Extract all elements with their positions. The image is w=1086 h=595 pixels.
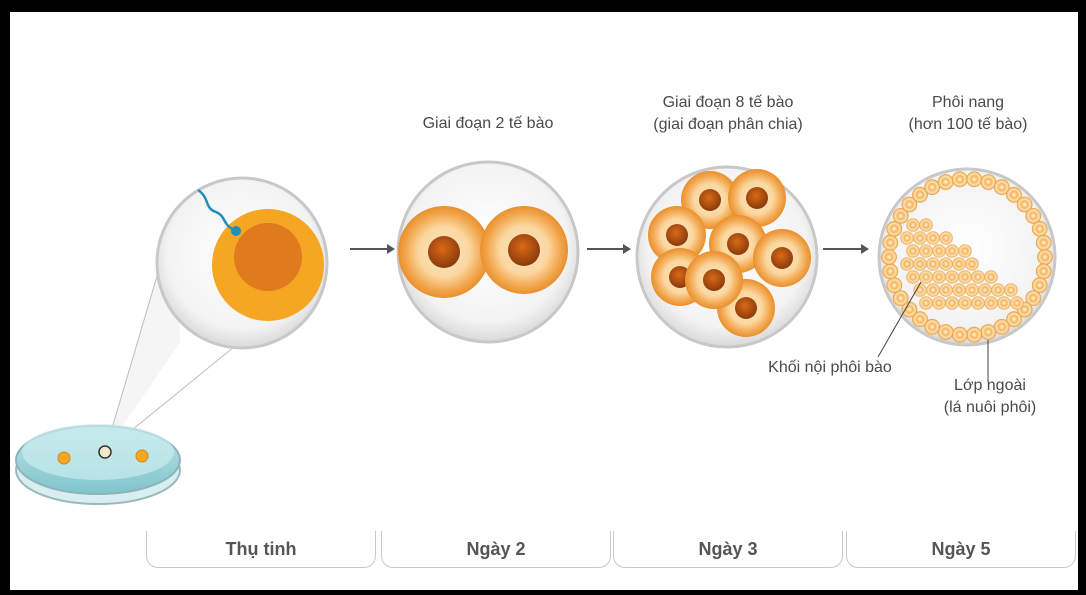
inner-mass-cell bbox=[933, 245, 946, 258]
inner-mass-cell bbox=[927, 284, 940, 297]
inner-mass-cell bbox=[946, 271, 959, 284]
trophoblast-cell bbox=[967, 327, 982, 342]
trophoblast-cell bbox=[1032, 221, 1047, 236]
inner-mass-cell bbox=[985, 271, 998, 284]
inner-mass-cell bbox=[1005, 284, 1018, 297]
inner-mass-cell bbox=[959, 245, 972, 258]
arrow-3 bbox=[823, 244, 869, 254]
trophoblast-cell bbox=[883, 235, 898, 250]
trophoblast-cell bbox=[938, 175, 953, 190]
inner-mass-cell bbox=[907, 271, 920, 284]
trophoblast-cell bbox=[1036, 264, 1051, 279]
trophoblast-cell bbox=[938, 325, 953, 340]
trophoblast-cell bbox=[925, 180, 940, 195]
inner-mass-cell bbox=[979, 284, 992, 297]
inner-mass-cell bbox=[940, 284, 953, 297]
inner-mass-cell bbox=[920, 245, 933, 258]
outer-layer-label: Lớp ngoài (lá nuôi phôi) bbox=[925, 375, 1055, 419]
inner-mass-cell bbox=[959, 297, 972, 310]
inner-mass-cell bbox=[920, 271, 933, 284]
inner-mass-cell bbox=[972, 271, 985, 284]
inner-mass-cell bbox=[901, 258, 914, 271]
inner-mass-cell bbox=[953, 258, 966, 271]
petri-dish bbox=[16, 424, 180, 504]
inner-mass-cell bbox=[933, 271, 946, 284]
trophoblast-cell bbox=[882, 250, 897, 265]
tab-day-2[interactable]: Ngày 2 bbox=[381, 531, 611, 568]
stage-2-caption: Giai đoạn 2 tế bào bbox=[388, 113, 588, 135]
stage-3-caption: Giai đoạn 8 tế bào (giai đoạn phân chia) bbox=[618, 92, 838, 136]
tab-fertilization-label: Thụ tinh bbox=[147, 531, 375, 567]
inner-mass-cell bbox=[933, 297, 946, 310]
inner-mass-cell bbox=[959, 271, 972, 284]
inner-mass-cell bbox=[907, 245, 920, 258]
tab-day-2-label: Ngày 2 bbox=[382, 531, 610, 567]
inner-mass-cell bbox=[985, 297, 998, 310]
trophoblast-cell bbox=[883, 264, 898, 279]
trophoblast-cell bbox=[994, 319, 1009, 334]
inner-mass-cell bbox=[966, 284, 979, 297]
blastocyst-circle bbox=[879, 169, 1055, 345]
inner-mass-cell bbox=[953, 284, 966, 297]
inner-mass-cell bbox=[901, 232, 914, 245]
inner-mass-cell bbox=[920, 297, 933, 310]
diagram: Giai đoạn 2 tế bào Giai đoạn 8 tế bào (g… bbox=[10, 12, 1078, 590]
inner-mass-cell bbox=[946, 245, 959, 258]
stage-4-caption: Phôi nang (hơn 100 tế bào) bbox=[868, 92, 1068, 136]
inner-mass-cell bbox=[940, 258, 953, 271]
inner-mass-cell bbox=[940, 232, 953, 245]
trophoblast-cell bbox=[1038, 250, 1053, 265]
trophoblast-cell bbox=[952, 172, 967, 187]
inner-mass-cell bbox=[914, 232, 927, 245]
tab-day-3[interactable]: Ngày 3 bbox=[613, 531, 843, 568]
inner-mass-cell bbox=[927, 258, 940, 271]
inner-mass-cell bbox=[972, 297, 985, 310]
inner-mass-cell bbox=[992, 284, 1005, 297]
tab-day-5-label: Ngày 5 bbox=[847, 531, 1075, 567]
inner-mass-cell bbox=[1011, 297, 1024, 310]
inner-mass-cell bbox=[966, 258, 979, 271]
trophoblast-cell bbox=[981, 325, 996, 340]
trophoblast-cell bbox=[981, 175, 996, 190]
tab-day-3-label: Ngày 3 bbox=[614, 531, 842, 567]
arrow-1 bbox=[350, 244, 395, 254]
fertilization-circle bbox=[157, 178, 327, 348]
inner-mass-cell bbox=[914, 258, 927, 271]
tab-fertilization[interactable]: Thụ tinh bbox=[146, 531, 376, 568]
inner-mass-cell bbox=[927, 232, 940, 245]
trophoblast-cell bbox=[952, 327, 967, 342]
eight-cell-circle bbox=[637, 167, 817, 347]
inner-mass-cell bbox=[998, 297, 1011, 310]
two-cell-circle bbox=[398, 162, 578, 342]
inner-mass-cell bbox=[946, 297, 959, 310]
inner-cell-mass-label: Khối nội phôi bào bbox=[755, 357, 905, 379]
arrow-2 bbox=[587, 244, 631, 254]
trophoblast-cell bbox=[887, 278, 902, 293]
trophoblast-cell bbox=[967, 172, 982, 187]
tab-day-5[interactable]: Ngày 5 bbox=[846, 531, 1076, 568]
inner-mass-cell bbox=[920, 219, 933, 232]
trophoblast-cell bbox=[1036, 235, 1051, 250]
inner-mass-cell bbox=[914, 284, 927, 297]
inner-mass-cell bbox=[907, 219, 920, 232]
